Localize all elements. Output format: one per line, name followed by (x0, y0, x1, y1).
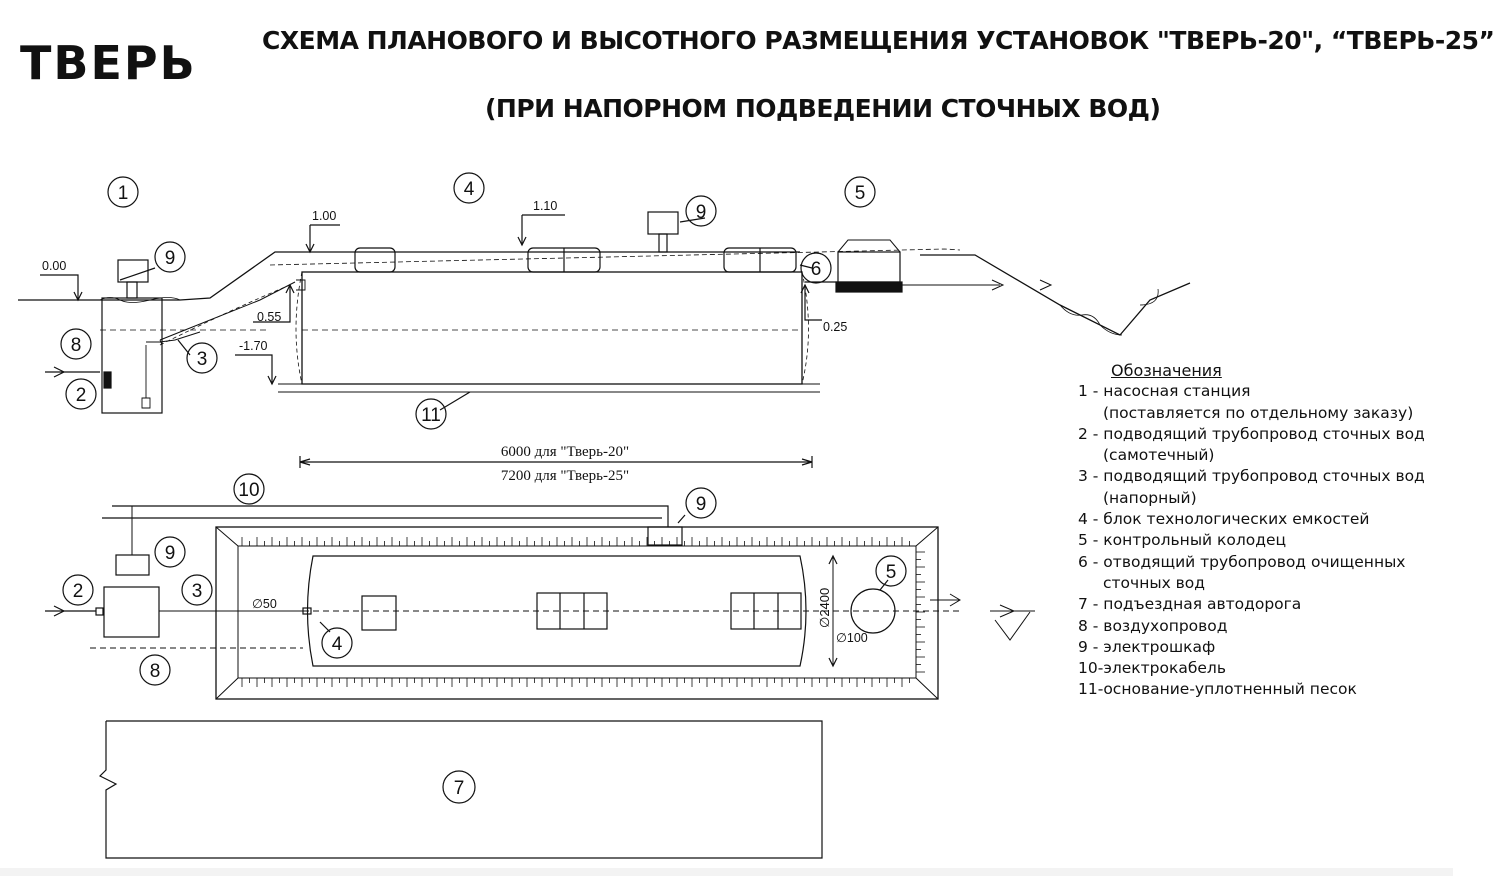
legend-item: (напорный) (1103, 488, 1197, 507)
markers: 1 4 5 9 9 6 8 2 3 11 10 9 9 2 3 5 4 8 (60, 172, 907, 804)
plan-view (45, 505, 1035, 859)
length-tver-25: 7200 для "Тверь-25" (501, 468, 629, 484)
legend-item: 6 - отводящий трубопровод очищенных (1078, 552, 1406, 571)
marker-9-plan-b: 9 (165, 543, 176, 564)
legend-heading: Обозначения (1111, 361, 1222, 380)
marker-11: 11 (421, 405, 441, 426)
elevation-labels: 0.00 1.00 1.10 0.55 -1.70 0.25 (42, 199, 847, 353)
marker-5-plan: 5 (886, 562, 897, 583)
dim-d50: ∅50 (252, 597, 277, 611)
marker-3-plan: 3 (192, 581, 203, 602)
legend-item: 5 - контрольный колодец (1078, 531, 1287, 550)
plan-dimensions: ∅50 ∅2400 ∅100 (252, 588, 868, 645)
bottom-strip (0, 868, 1453, 876)
dim-d2400: ∅2400 (817, 588, 832, 628)
technical-drawing: 1 4 5 9 9 6 8 2 3 11 10 9 9 2 3 5 4 8 (18, 172, 1191, 859)
marker-1: 1 (118, 183, 129, 204)
length-tver-20: 6000 для "Тверь-20" (501, 444, 629, 460)
dim-d100: ∅100 (836, 631, 868, 645)
marker-4: 4 (464, 179, 475, 200)
legend-item: 11-основание-уплотненный песок (1078, 680, 1357, 699)
diagram-subtitle: (ПРИ НАПОРНОМ ПОДВЕДЕНИИ СТОЧНЫХ ВОД) (485, 94, 1161, 123)
marker-10: 10 (238, 480, 259, 501)
elevation-0-00: 0.00 (42, 259, 66, 273)
marker-9-plan-a: 9 (696, 494, 707, 515)
marker-8-section: 8 (71, 335, 82, 356)
marker-8-plan: 8 (150, 661, 161, 682)
length-dimension: 6000 для "Тверь-20" 7200 для "Тверь-25" (501, 444, 629, 484)
marker-9-section-b: 9 (696, 202, 707, 223)
legend-item: 10-электрокабель (1078, 659, 1226, 678)
legend-item: 4 - блок технологических емкостей (1078, 510, 1370, 529)
legend-item: 9 - электрошкаф (1078, 637, 1216, 656)
elevation-1-10: 1.10 (533, 199, 557, 213)
elevation-1-00: 1.00 (312, 209, 336, 223)
marker-4-plan: 4 (332, 634, 343, 655)
marker-9-section-a: 9 (165, 248, 176, 269)
legend-item: (самотечный) (1103, 446, 1215, 465)
legend-item: 8 - воздухопровод (1078, 616, 1228, 635)
legend-item: 7 - подъездная автодорога (1078, 595, 1302, 614)
marker-6: 6 (811, 259, 822, 280)
marker-5: 5 (855, 183, 866, 204)
section-view (18, 211, 1191, 468)
legend-item: 2 - подводящий трубопровод сточных вод (1078, 424, 1425, 443)
marker-7: 7 (454, 778, 465, 799)
diagram-title: СХЕМА ПЛАНОВОГО И ВЫСОТНОГО РАЗМЕЩЕНИЯ У… (262, 26, 1494, 55)
legend: Обозначения 1 - насосная станция (постав… (1078, 360, 1425, 701)
legend-item: (поставляется по отдельному заказу) (1103, 403, 1414, 422)
brand-logo: ТВЕРЬ (20, 36, 197, 90)
marker-2-section: 2 (76, 385, 87, 406)
legend-item: 1 - насосная станция (1078, 382, 1251, 401)
legend-item: 3 - подводящий трубопровод сточных вод (1078, 467, 1425, 486)
marker-3-section: 3 (197, 349, 208, 370)
legend-item: сточных вод (1103, 573, 1205, 592)
elevation-0-25: 0.25 (823, 320, 847, 334)
elevation-0-55: 0.55 (257, 310, 281, 324)
elevation-minus-1-70: -1.70 (239, 339, 268, 353)
marker-2-plan: 2 (73, 581, 84, 602)
